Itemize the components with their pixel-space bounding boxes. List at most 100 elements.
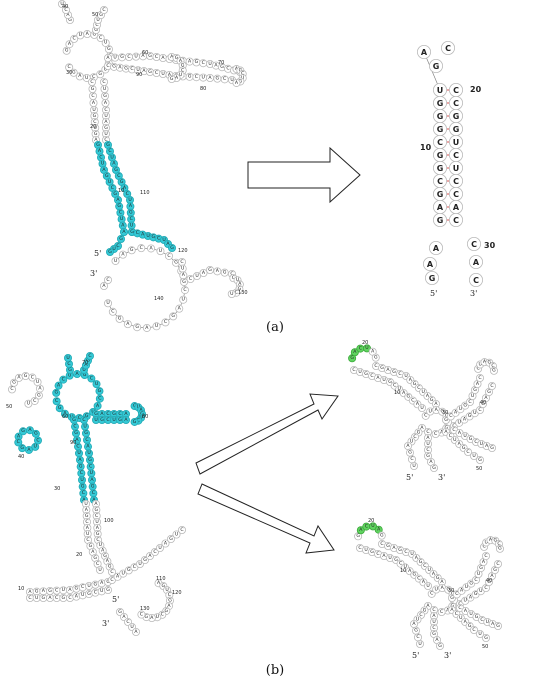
nucleotide: U [179,295,188,304]
nucleotide: C [108,568,117,577]
nucleotide: A [356,526,365,535]
svg-text:G: G [364,371,368,377]
svg-text:C: C [133,403,136,409]
b-lower-number-10: 10 [400,568,406,574]
hairpin-loop-nucleotide: A [416,45,431,60]
svg-text:C: C [106,579,109,585]
nucleotide: U [469,451,478,460]
b-lower-number-40: 40 [486,578,492,584]
svg-text:G: G [426,453,430,459]
svg-text:U: U [159,248,162,254]
hairpin-right-nucleotide: G [448,109,463,124]
nucleotide: G [383,542,392,551]
svg-text:U: U [27,401,30,407]
svg-text:G: G [103,553,107,559]
svg-text:G: G [58,405,62,411]
svg-text:C: C [89,463,92,469]
nucleotide: U [97,587,106,596]
svg-text:C: C [232,275,235,281]
svg-text:G: G [140,411,144,417]
svg-text:C: C [157,235,160,241]
svg-text:C: C [104,137,107,143]
hairpin-three-prime-label: 3' [470,289,477,298]
svg-text:U: U [471,393,474,399]
panel-a-number-50: 50 [92,12,98,18]
svg-text:G: G [21,428,25,434]
svg-text:A: A [444,429,448,435]
svg-text:C: C [449,413,452,419]
svg-text:C: C [95,22,98,28]
nucleotide: G [192,58,201,67]
nucleotide: G [371,353,380,362]
nucleotide: U [92,380,101,389]
nucleotide: U [82,499,91,508]
svg-text:C: C [226,66,229,72]
svg-text:G: G [444,417,448,423]
svg-text:C: C [352,367,355,373]
nucleotide: A [158,54,167,63]
svg-text:U: U [84,501,87,507]
svg-text:G: G [94,131,98,137]
svg-text:A: A [102,167,106,173]
svg-text:C: C [140,245,143,251]
svg-text:G: G [453,125,460,134]
svg-text:G: G [408,449,412,455]
hairpin-right-nucleotide: C [448,186,463,201]
hairpin-right-nucleotide: U [448,134,463,149]
svg-text:C: C [437,138,443,147]
svg-text:A: A [94,137,98,143]
nucleotide: C [423,445,432,454]
svg-text:U: U [36,379,39,385]
nucleotide: C [79,489,88,498]
svg-text:G: G [170,245,174,251]
svg-text:U: U [114,258,117,264]
svg-text:G: G [433,62,440,71]
svg-text:U: U [62,587,65,593]
svg-text:A: A [157,580,161,586]
svg-text:G: G [478,457,482,463]
svg-text:C: C [99,35,102,41]
nucleotide: A [161,539,170,548]
svg-text:A: A [175,75,179,81]
svg-text:A: A [161,55,165,61]
nucleotide: U [111,256,120,265]
panel-a-caption: (a) [266,320,284,335]
nucleotide: G [31,429,40,438]
hairpin-3-tail: A [468,254,483,269]
svg-text:G: G [83,372,87,378]
svg-text:U: U [35,595,38,601]
nucleotide: A [84,442,93,451]
nucleotide: U [178,264,187,273]
nucleotide: U [76,31,85,40]
svg-text:G: G [380,532,384,538]
nucleotide: A [213,267,222,276]
svg-text:C: C [202,60,205,66]
nucleotide: C [8,385,17,394]
svg-text:G: G [34,431,38,437]
svg-text:A: A [57,382,61,388]
panel-b-full-structure: GACUAGCUGCAUGCUAGCCGAGCUAGCUAGAGCUAGCGAC… [6,351,186,637]
svg-text:C: C [126,191,129,197]
panel-b-arrow-lower [197,483,335,554]
hairpin-3-tail: C [468,272,483,287]
svg-text:G: G [96,142,100,148]
svg-text:U: U [473,410,476,416]
svg-text:U: U [241,75,244,81]
hairpin-five-prime-label: 5' [430,289,437,298]
svg-text:C: C [476,366,479,372]
svg-text:G: G [484,635,488,641]
svg-text:U: U [134,53,137,59]
svg-text:A: A [179,58,183,64]
panel-b-structure-lower: GACUAGCUGCAUGCUAGCAUCGAGCUAGCUAGACUAGCUG… [354,518,504,660]
panel-a-number-10: 10 [118,188,124,194]
svg-text:C: C [478,375,481,381]
svg-text:A: A [90,477,94,483]
svg-text:U: U [432,619,435,625]
svg-text:G: G [437,216,444,225]
svg-text:A: A [353,349,357,355]
nucleotide: G [405,448,414,457]
svg-text:C: C [55,595,58,601]
nucleotide: U [104,299,113,308]
svg-text:A: A [28,427,32,433]
nucleotide: C [199,59,208,68]
